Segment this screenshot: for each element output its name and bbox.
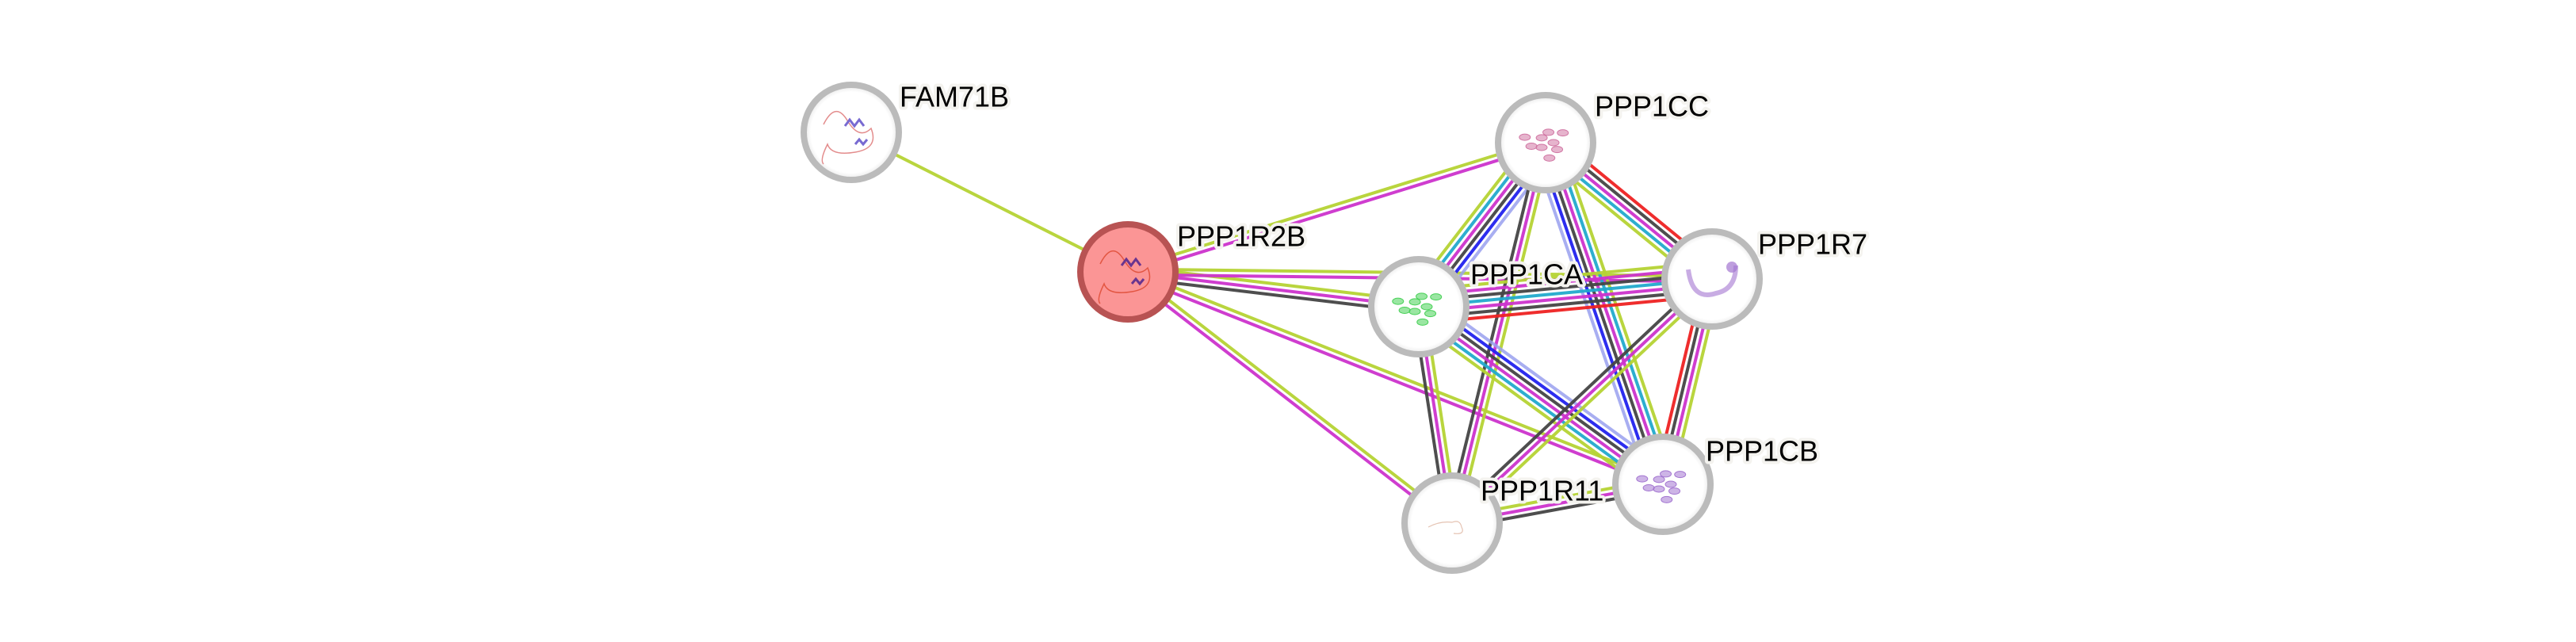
node-label-ppp1r7: PPP1R7 (1758, 227, 1867, 260)
node-circle[interactable] (1368, 256, 1470, 357)
edge-line-curated (1552, 139, 1672, 483)
edge-ppp1r7-ppp1r11[interactable] (1447, 273, 1718, 529)
edge-line-experiments (1126, 273, 1663, 489)
edge-line-textmining (850, 131, 1129, 273)
edge-ppp1cc-ppp1r11[interactable] (1445, 140, 1553, 525)
edge-ppp1r2b-ppp1cc[interactable] (1126, 138, 1547, 277)
protein-structure-icon (1098, 250, 1151, 304)
edge-line-coexpression (1447, 273, 1710, 521)
node-ppp1ca[interactable] (1368, 256, 1470, 357)
edge-line-textmining (1416, 261, 1711, 292)
node-label-ppp1r11: PPP1R11 (1481, 474, 1603, 506)
edge-line-experiments (1450, 142, 1547, 524)
nodes-layer (801, 82, 1763, 574)
node-circle[interactable] (1661, 228, 1763, 330)
node-label-ppp1cb: PPP1CB (1706, 434, 1818, 467)
edge-line-fusion (1420, 293, 1714, 325)
edge-line-textmining (1409, 316, 1656, 497)
edge-line-homology (1531, 147, 1652, 490)
edge-line-experiments (1125, 273, 1452, 527)
node-label-ppp1r2b: PPP1R2B (1177, 220, 1305, 252)
protein-structure-icon (1392, 292, 1443, 326)
node-fam71b[interactable] (801, 82, 902, 183)
node-circle[interactable] (1077, 221, 1179, 323)
protein-structure-icon (1636, 470, 1687, 503)
node-ppp1r2b[interactable] (1077, 221, 1179, 323)
edge-line-textmining (1126, 138, 1546, 271)
edge-line-textmining (1557, 137, 1678, 480)
node-circle[interactable] (1612, 434, 1714, 535)
node-ppp1r7[interactable] (1661, 228, 1763, 330)
edges-layer (850, 131, 1722, 530)
node-ppp1r11[interactable] (1401, 472, 1503, 574)
edge-ppp1r2b-ppp1r11[interactable] (1125, 268, 1455, 527)
edge-ppp1r2b-ppp1cb[interactable] (1126, 267, 1665, 489)
edge-line-homology (1426, 294, 1672, 475)
protein-structure-icon (821, 111, 874, 165)
edge-line-coexpression (1445, 140, 1542, 522)
edge-ppp1cc-ppp1cb[interactable] (1531, 137, 1678, 490)
edge-line-curated (1412, 311, 1660, 493)
protein-structure-icon (1686, 262, 1738, 297)
node-circle[interactable] (1495, 92, 1596, 193)
edge-line-textmining (1128, 268, 1455, 522)
edge-line-experiments (1450, 277, 1714, 525)
edge-line-coexpression (1541, 143, 1662, 486)
edge-line-experiments (1546, 141, 1668, 484)
node-circle[interactable] (801, 82, 902, 183)
node-circle[interactable] (1401, 472, 1503, 574)
node-label-fam71b: FAM71B (900, 80, 1009, 113)
node-ppp1cc[interactable] (1495, 92, 1596, 193)
edge-fam71b-ppp1r2b[interactable] (850, 131, 1129, 273)
protein-structure-icon (1519, 128, 1569, 162)
edge-line-databases (1536, 144, 1657, 488)
edge-line-textmining (1455, 143, 1553, 525)
edge-line-textmining (1454, 281, 1718, 529)
edge-line-databases (1422, 298, 1669, 480)
protein-structure-icon (1428, 521, 1463, 534)
node-ppp1cb[interactable] (1612, 434, 1714, 535)
node-label-ppp1cc: PPP1CC (1595, 90, 1709, 122)
edge-line-experiments (1128, 143, 1547, 277)
edge-line-textmining (1128, 267, 1665, 483)
node-label-ppp1ca: PPP1CA (1470, 258, 1583, 290)
